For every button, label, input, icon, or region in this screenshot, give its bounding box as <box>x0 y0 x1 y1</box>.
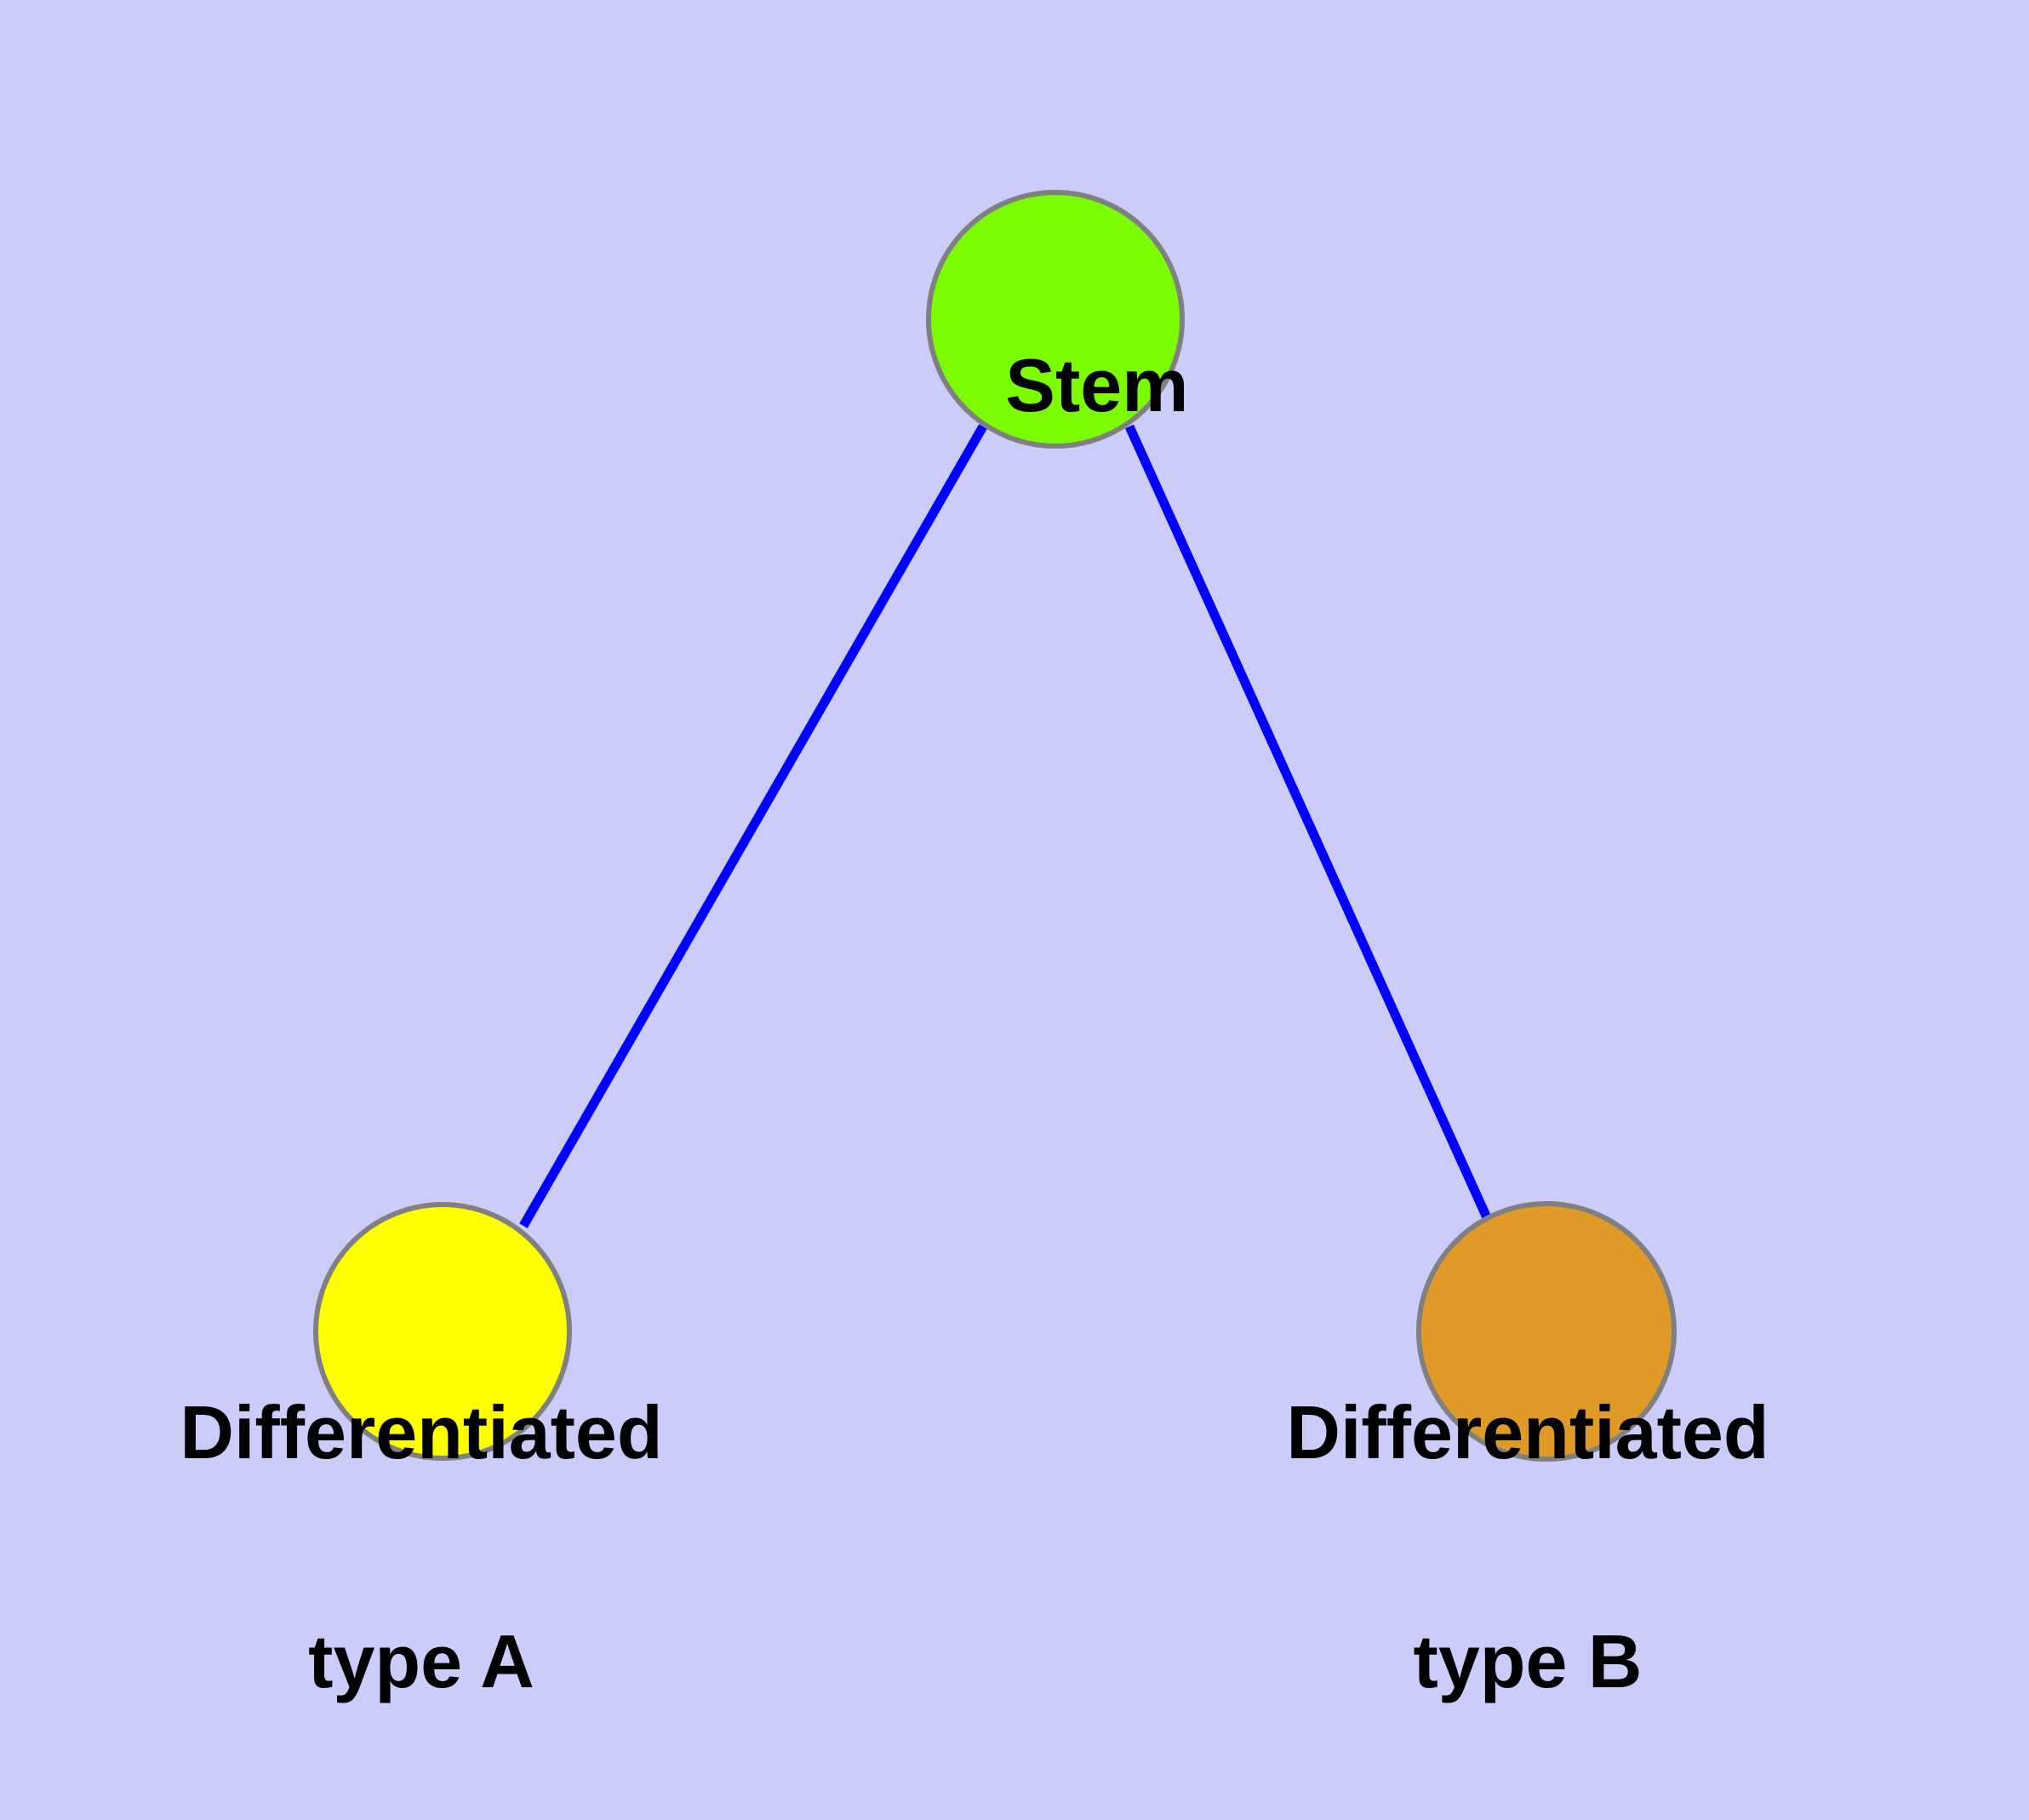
edge-stem-to-differentiated-type-a[interactable] <box>519 424 987 1228</box>
edge-stem-to-differentiated-type-b[interactable] <box>1124 424 1495 1226</box>
node-stem[interactable] <box>926 190 1185 449</box>
node-differentiated-type-a[interactable] <box>313 1202 572 1461</box>
node-differentiated-type-b[interactable] <box>1416 1201 1677 1462</box>
node-layer <box>313 190 1677 1462</box>
edge-layer <box>519 424 1495 1228</box>
